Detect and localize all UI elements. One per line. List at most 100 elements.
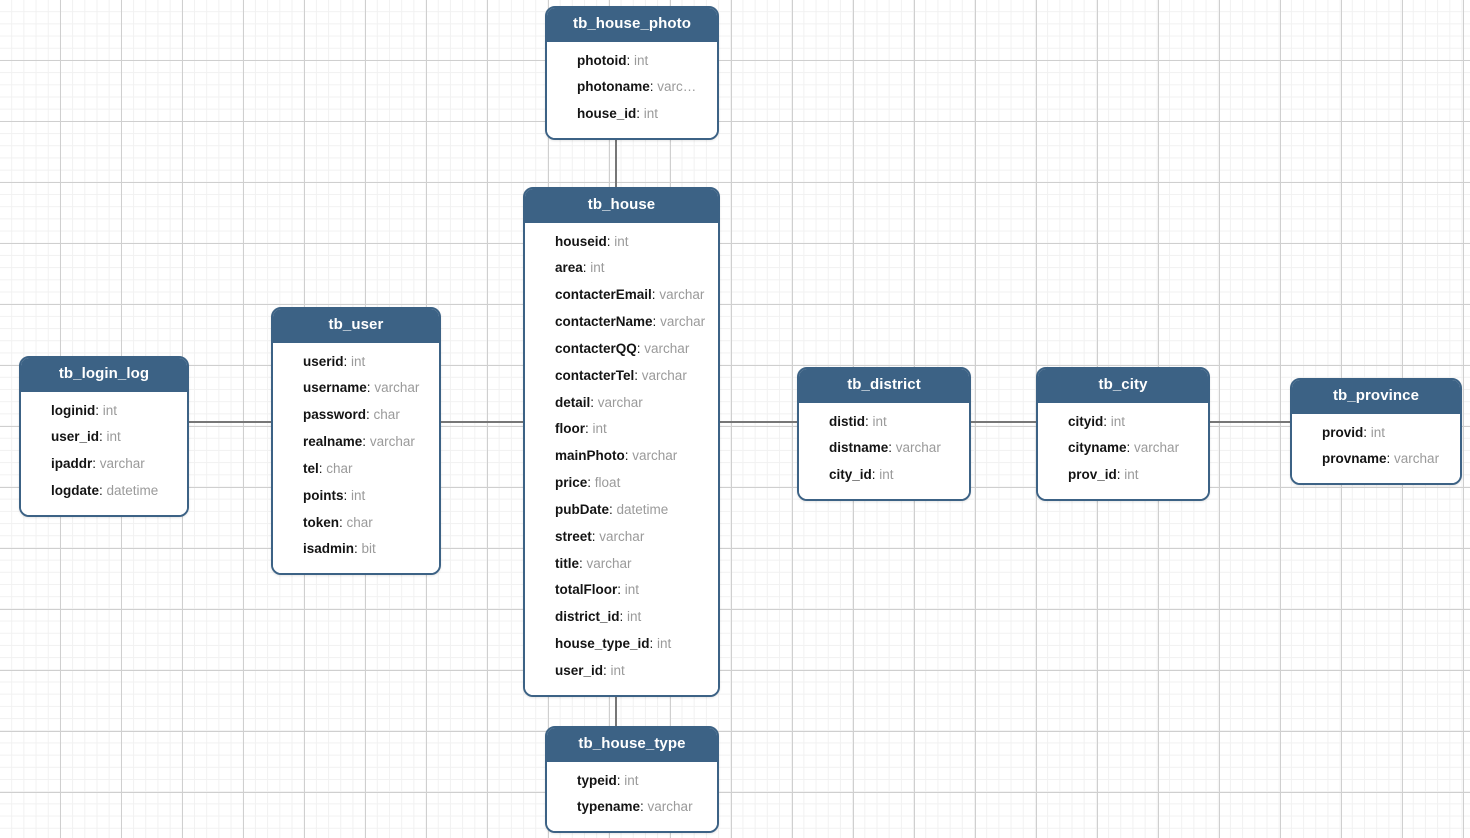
field-type: bit — [361, 541, 376, 557]
field-name: provname — [1322, 451, 1387, 467]
field-row[interactable]: ipaddr: varchar — [21, 451, 187, 478]
field-row[interactable]: distid: int — [799, 409, 969, 436]
field-separator: : — [626, 52, 634, 68]
field-row[interactable]: provname: varchar — [1292, 446, 1460, 473]
field-row[interactable]: price: float — [525, 470, 718, 497]
field-row[interactable]: realname: varchar — [273, 429, 439, 456]
field-type: char — [326, 460, 353, 476]
field-row[interactable]: photoname: varc… — [547, 74, 717, 101]
field-row[interactable]: typeid: int — [547, 768, 717, 795]
field-row[interactable]: provid: int — [1292, 420, 1460, 447]
field-row[interactable]: title: varchar — [525, 551, 718, 578]
field-row[interactable]: floor: int — [525, 416, 718, 443]
entity-title-tb_house_type: tb_house_type — [547, 728, 717, 762]
field-name: token — [303, 514, 340, 530]
field-type: int — [627, 609, 642, 625]
field-row[interactable]: city_id: int — [799, 462, 969, 489]
field-row[interactable]: contacterTel: varchar — [525, 363, 718, 390]
entity-title-tb_house_photo: tb_house_photo — [547, 8, 717, 42]
field-row[interactable]: pubDate: datetime — [525, 497, 718, 524]
field-separator: : — [579, 555, 587, 571]
field-row[interactable]: cityid: int — [1038, 409, 1208, 436]
field-name: houseid — [555, 233, 607, 249]
field-name: userid — [303, 353, 344, 369]
field-name: prov_id — [1068, 467, 1117, 483]
field-separator: : — [92, 456, 100, 472]
field-separator: : — [339, 514, 347, 530]
field-type: varchar — [374, 380, 420, 396]
entity-title-tb_city: tb_city — [1038, 369, 1208, 403]
field-row[interactable]: user_id: int — [21, 424, 187, 451]
field-row[interactable]: detail: varchar — [525, 390, 718, 417]
field-type: int — [879, 467, 894, 483]
field-separator: : — [343, 353, 352, 369]
field-type: int — [634, 52, 649, 68]
field-row[interactable]: password: char — [273, 402, 439, 429]
field-name: logdate — [51, 483, 100, 499]
field-separator: : — [888, 440, 896, 456]
field-row[interactable]: typename: varchar — [547, 794, 717, 821]
field-row[interactable]: contacterEmail: varchar — [525, 282, 718, 309]
field-row[interactable]: logdate: datetime — [21, 478, 187, 505]
field-row[interactable]: house_id: int — [547, 101, 717, 128]
field-type: varchar — [895, 440, 941, 456]
entity-title-tb_login_log: tb_login_log — [21, 358, 187, 392]
field-row[interactable]: photoid: int — [547, 48, 717, 75]
field-name: contacterName — [555, 314, 653, 330]
field-row[interactable]: cityname: varchar — [1038, 435, 1208, 462]
field-row[interactable]: tel: char — [273, 456, 439, 483]
field-row[interactable]: token: char — [273, 510, 439, 537]
field-row[interactable]: street: varchar — [525, 524, 718, 551]
field-type: int — [1370, 424, 1386, 440]
field-row[interactable]: prov_id: int — [1038, 462, 1208, 489]
field-row[interactable]: user_id: int — [525, 658, 718, 685]
field-name: typename — [577, 799, 641, 815]
field-separator: : — [587, 475, 595, 491]
field-row[interactable]: area: int — [525, 255, 718, 282]
field-row[interactable]: district_id: int — [525, 604, 718, 631]
field-row[interactable]: userid: int — [273, 349, 439, 376]
field-name: user_id — [51, 429, 100, 445]
field-row[interactable]: points: int — [273, 483, 439, 510]
field-row[interactable]: totalFloor: int — [525, 577, 718, 604]
field-name: ipaddr — [51, 456, 93, 472]
field-name: detail — [555, 394, 591, 410]
field-name: provid — [1322, 424, 1364, 440]
field-type: datetime — [616, 501, 669, 517]
field-type: varc… — [657, 79, 697, 95]
field-separator: : — [362, 434, 370, 450]
field-type: int — [624, 582, 640, 598]
field-separator: : — [636, 106, 644, 122]
field-type: varchar — [644, 340, 690, 356]
field-name: price — [555, 475, 588, 491]
field-row[interactable]: houseid: int — [525, 229, 718, 256]
field-row[interactable]: contacterQQ: varchar — [525, 336, 718, 363]
field-type: varchar — [632, 448, 678, 464]
field-row[interactable]: mainPhoto: varchar — [525, 443, 718, 470]
field-name: street — [555, 528, 592, 544]
field-name: mainPhoto — [555, 448, 625, 464]
field-row[interactable]: loginid: int — [21, 398, 187, 425]
field-row[interactable]: isadmin: bit — [273, 536, 439, 563]
field-type: int — [872, 413, 887, 429]
field-row[interactable]: username: varchar — [273, 375, 439, 402]
field-type: int — [590, 260, 605, 276]
field-separator: : — [1363, 424, 1371, 440]
field-row[interactable]: house_type_id: int — [525, 631, 718, 658]
field-row[interactable]: distname: varchar — [799, 435, 969, 462]
field-name: area — [555, 260, 583, 276]
field-row[interactable]: contacterName: varchar — [525, 309, 718, 336]
